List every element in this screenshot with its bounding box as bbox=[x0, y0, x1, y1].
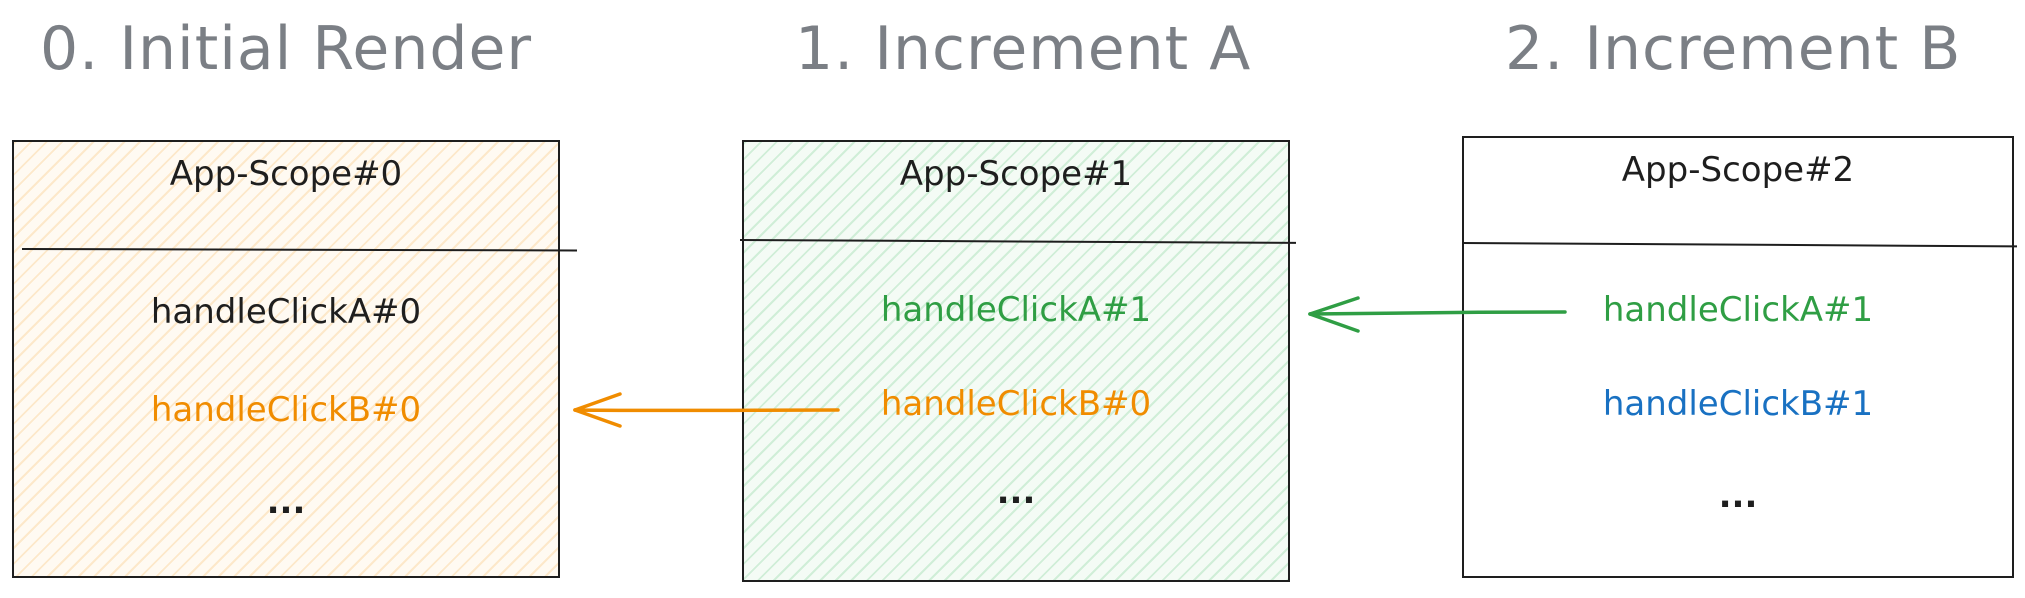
more-0: ... bbox=[266, 482, 306, 522]
scope-box-2: App-Scope#2 handleClickA#1 handleClickB#… bbox=[1461, 136, 2017, 578]
handler-b-2: handleClickB#1 bbox=[1602, 384, 1874, 424]
arrow-b0-reference bbox=[573, 392, 840, 428]
scope-title-2: App-Scope#2 bbox=[1621, 150, 1855, 190]
scope-title-1: App-Scope#1 bbox=[899, 154, 1133, 194]
scope-box-1: App-Scope#1 handleClickA#1 handleClickB#… bbox=[739, 140, 1296, 582]
step-1-title: 1. Increment A bbox=[795, 14, 1252, 84]
more-1: ... bbox=[996, 472, 1036, 512]
step-0-title: 0. Initial Render bbox=[40, 14, 533, 84]
handler-a-1: handleClickA#1 bbox=[880, 290, 1152, 330]
step-2-title: 2. Increment B bbox=[1505, 14, 1962, 84]
arrow-a1-reference bbox=[1308, 296, 1567, 333]
handler-b-0: handleClickB#0 bbox=[150, 390, 422, 430]
handler-a-0: handleClickA#0 bbox=[150, 292, 422, 332]
handler-a-2: handleClickA#1 bbox=[1602, 290, 1874, 330]
more-2: ... bbox=[1718, 476, 1758, 516]
handler-b-1: handleClickB#0 bbox=[880, 384, 1152, 424]
scope-box-0: App-Scope#0 handleClickA#0 handleClickB#… bbox=[12, 140, 578, 578]
scope-title-0: App-Scope#0 bbox=[169, 154, 403, 194]
